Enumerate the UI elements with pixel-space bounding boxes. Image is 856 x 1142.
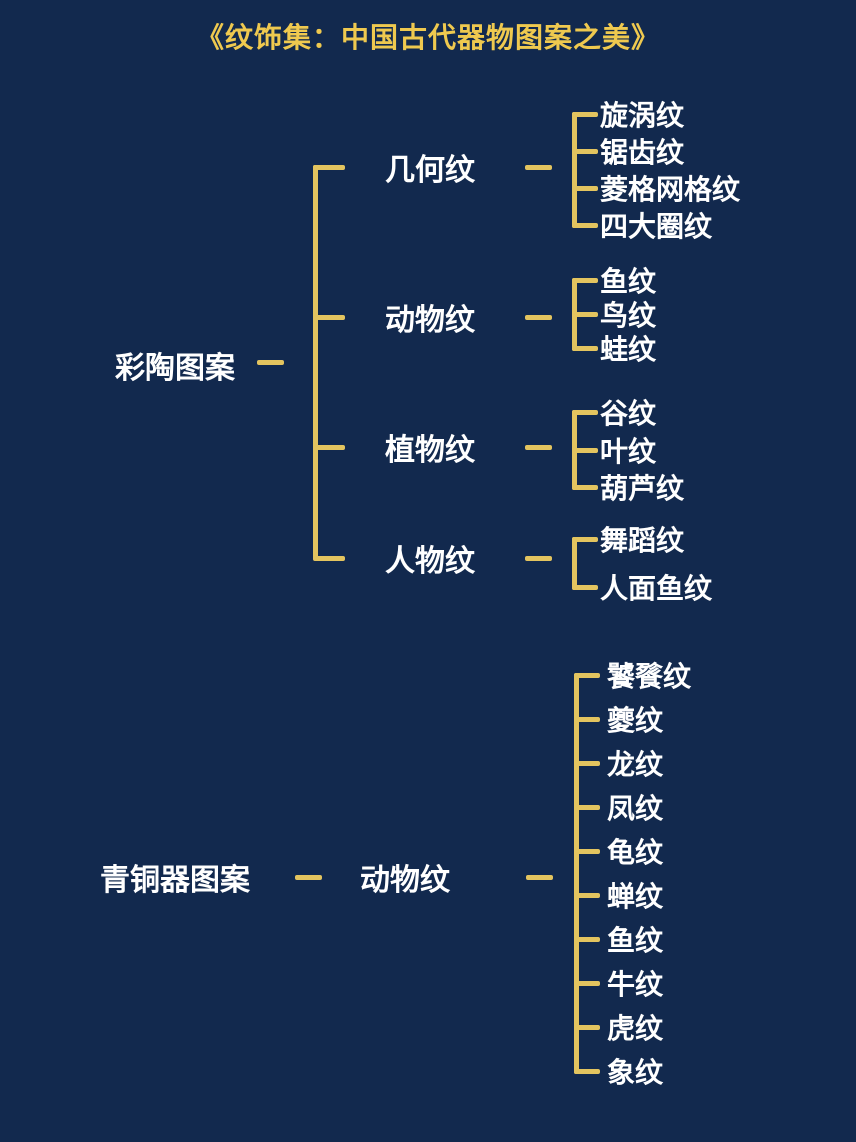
leaf-node-label: 凤纹 (607, 793, 664, 824)
group-node-label: 动物纹 (385, 304, 475, 337)
leaf-node-label: 牛纹 (607, 969, 664, 1000)
leaf-node-label: 虎纹 (607, 1013, 664, 1044)
leaf-node-label: 夔纹 (607, 705, 664, 736)
leaf-node-label: 四大圈纹 (600, 211, 713, 242)
bracket-tick (574, 981, 600, 986)
group-node-label: 人物纹 (385, 545, 475, 578)
bracket-tick (313, 556, 345, 561)
leaf-node-label: 谷纹 (600, 398, 657, 429)
connector-dash (525, 556, 552, 561)
connector-dash (526, 875, 553, 880)
leaf-node-label: 鱼纹 (607, 925, 664, 956)
bracket-tick (572, 485, 598, 490)
bracket-vertical (572, 537, 577, 590)
bracket-tick (313, 165, 345, 170)
bracket-vertical (313, 165, 318, 560)
leaf-node-label: 蛙纹 (600, 334, 657, 365)
group-node-label: 植物纹 (385, 434, 475, 467)
bracket-tick (572, 410, 598, 415)
bracket-tick (574, 1025, 600, 1030)
bracket-tick (574, 937, 600, 942)
leaf-node-label: 龙纹 (607, 749, 664, 780)
connector-dash (257, 360, 284, 365)
leaf-node-label: 舞蹈纹 (600, 525, 685, 556)
bracket-tick (574, 805, 600, 810)
leaf-node-label: 蝉纹 (607, 881, 664, 912)
bracket-vertical (574, 673, 579, 1074)
bracket-tick (574, 761, 600, 766)
diagram-title: 《纹饰集：中国古代器物图案之美》 (195, 22, 660, 53)
leaf-node-label: 鸟纹 (600, 300, 657, 331)
bracket-tick (572, 448, 598, 453)
leaf-node-label: 人面鱼纹 (600, 573, 713, 604)
bracket-tick (572, 186, 598, 191)
leaf-node-label: 旋涡纹 (600, 100, 685, 131)
bracket-tick (572, 312, 598, 317)
bracket-tick (574, 849, 600, 854)
bracket-tick (574, 893, 600, 898)
group-node-label: 几何纹 (385, 154, 475, 187)
root-node-label: 彩陶图案 (115, 352, 235, 385)
leaf-node-label: 菱格网格纹 (600, 174, 741, 205)
connector-dash (525, 165, 552, 170)
bracket-vertical (572, 112, 577, 228)
bracket-tick (572, 112, 598, 117)
leaf-node-label: 葫芦纹 (600, 473, 685, 504)
connector-dash (295, 875, 322, 880)
group-node-label: 动物纹 (360, 864, 450, 897)
leaf-node-label: 龟纹 (607, 837, 664, 868)
bracket-tick (574, 1069, 600, 1074)
leaf-node-label: 锯齿纹 (600, 137, 685, 168)
bracket-tick (572, 149, 598, 154)
bracket-tick (572, 346, 598, 351)
root-node-label: 青铜器图案 (100, 864, 250, 897)
bracket-tick (313, 315, 345, 320)
bracket-tick (574, 673, 600, 678)
bracket-tick (572, 585, 598, 590)
leaf-node-label: 叶纹 (600, 436, 657, 467)
leaf-node-label: 饕餮纹 (607, 661, 692, 692)
bracket-tick (572, 278, 598, 283)
bracket-tick (572, 537, 598, 542)
bracket-tick (313, 445, 345, 450)
bracket-tick (574, 717, 600, 722)
bracket-tick (572, 223, 598, 228)
leaf-node-label: 象纹 (607, 1057, 664, 1088)
connector-dash (525, 445, 552, 450)
leaf-node-label: 鱼纹 (600, 266, 657, 297)
connector-dash (525, 315, 552, 320)
